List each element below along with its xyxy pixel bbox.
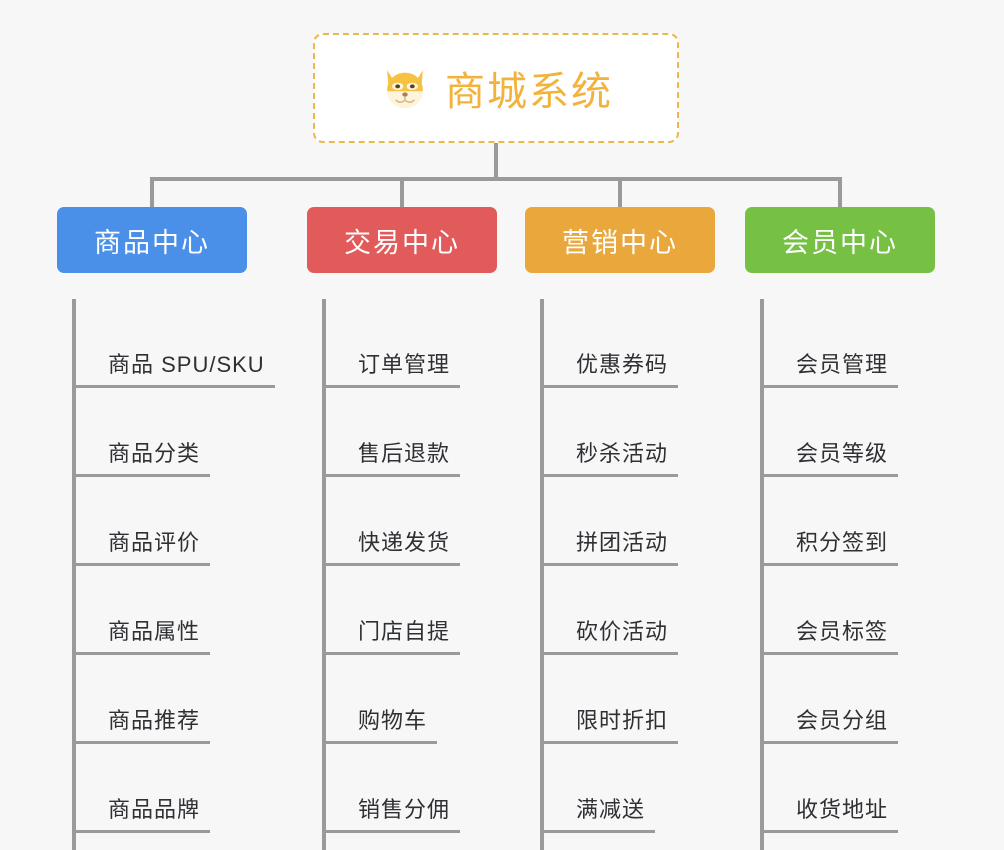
leaf-item-label: 订单管理 <box>358 352 451 377</box>
leaf-item[interactable]: 门店自提 <box>326 566 497 655</box>
leaf-list-1: 商品 SPU/SKU 商品分类商品评价商品属性商品推荐商品品牌 <box>72 299 275 850</box>
connector-drop-1 <box>150 177 154 209</box>
leaf-item-label: 会员标签 <box>796 619 889 644</box>
leaf-item-underline <box>76 830 210 833</box>
leaf-item-label: 积分签到 <box>796 530 889 555</box>
leaf-item-label: 限时折扣 <box>576 708 669 733</box>
leaf-item-underline <box>76 474 210 477</box>
leaf-item-underline <box>326 830 460 833</box>
category-box-2[interactable]: 交易中心 <box>307 207 497 273</box>
leaf-item-underline <box>326 474 460 477</box>
leaf-item-underline <box>544 563 678 566</box>
connector-horizontal-bus <box>150 177 840 181</box>
leaf-item-underline <box>326 563 460 566</box>
leaf-item[interactable]: 优惠券码 <box>544 299 715 388</box>
leaf-item[interactable]: 会员分组 <box>764 655 935 744</box>
leaf-item[interactable]: 商品品牌 <box>76 744 247 833</box>
leaf-list-3: 优惠券码秒杀活动拼团活动砍价活动限时折扣满减送 <box>540 299 715 850</box>
leaf-item[interactable]: 会员等级 <box>764 388 935 477</box>
leaf-item-underline <box>764 830 898 833</box>
leaf-item-underline <box>76 385 275 388</box>
leaf-item[interactable]: 商品属性 <box>76 566 247 655</box>
leaf-item-label: 收货地址 <box>796 797 889 822</box>
leaf-item[interactable]: 商品 SPU/SKU <box>76 299 275 388</box>
leaf-item-label: 会员管理 <box>796 352 889 377</box>
category-column-2: 交易中心 订单管理售后退款快递发货门店自提购物车销售分佣 <box>307 207 497 850</box>
leaf-item-label: 快递发货 <box>358 530 451 555</box>
leaf-item-underline <box>544 385 678 388</box>
leaf-item[interactable]: 快递发货 <box>326 477 497 566</box>
leaf-item-label: 拼团活动 <box>576 530 669 555</box>
leaf-item-label: 售后退款 <box>358 441 451 466</box>
leaf-item-underline <box>544 474 678 477</box>
leaf-item-underline <box>764 563 898 566</box>
category-column-3: 营销中心 优惠券码秒杀活动拼团活动砍价活动限时折扣满减送 <box>525 207 715 850</box>
category-column-1: 商品中心 商品 SPU/SKU 商品分类商品评价商品属性商品推荐商品品牌 <box>57 207 275 850</box>
leaf-item[interactable]: 积分签到 <box>764 477 935 566</box>
leaf-list-2: 订单管理售后退款快递发货门店自提购物车销售分佣 <box>322 299 497 850</box>
leaf-item[interactable]: 会员标签 <box>764 566 935 655</box>
leaf-item-underline <box>326 652 460 655</box>
leaf-item-underline <box>764 474 898 477</box>
leaf-item-label: 商品分类 <box>108 441 201 466</box>
leaf-item-label: 商品属性 <box>108 619 201 644</box>
leaf-item[interactable]: 砍价活动 <box>544 566 715 655</box>
leaf-item-label: 商品评价 <box>108 530 201 555</box>
category-column-4: 会员中心 会员管理会员等级积分签到会员标签会员分组收货地址 <box>745 207 935 850</box>
leaf-item-underline <box>326 741 437 744</box>
leaf-item-label: 满减送 <box>576 797 646 822</box>
leaf-item[interactable]: 满减送 <box>544 744 715 833</box>
category-box-1[interactable]: 商品中心 <box>57 207 247 273</box>
leaf-item-underline <box>76 741 210 744</box>
leaf-item[interactable]: 销售分佣 <box>326 744 497 833</box>
leaf-item-label: 商品 SPU/SKU <box>108 352 265 377</box>
leaf-item-underline <box>326 385 460 388</box>
root-node-title: 商城系统 <box>445 70 613 114</box>
leaf-item-label: 销售分佣 <box>358 797 451 822</box>
leaf-item-label: 优惠券码 <box>576 352 669 377</box>
leaf-item[interactable]: 收货地址 <box>764 744 935 833</box>
connector-drop-3 <box>618 177 622 209</box>
leaf-item-underline <box>544 652 678 655</box>
root-node-shop-system[interactable]: 商城系统 <box>313 33 679 143</box>
leaf-item-label: 商品品牌 <box>108 797 201 822</box>
leaf-item[interactable]: 限时折扣 <box>544 655 715 744</box>
category-box-3[interactable]: 营销中心 <box>525 207 715 273</box>
leaf-item-underline <box>76 563 210 566</box>
leaf-item[interactable]: 拼团活动 <box>544 477 715 566</box>
leaf-item[interactable]: 商品推荐 <box>76 655 247 744</box>
leaf-item-underline <box>544 741 678 744</box>
leaf-item[interactable]: 售后退款 <box>326 388 497 477</box>
leaf-item[interactable]: 商品评价 <box>76 477 247 566</box>
connector-root-stub <box>494 143 498 179</box>
leaf-item-label: 会员等级 <box>796 441 889 466</box>
connector-drop-4 <box>838 177 842 209</box>
leaf-item[interactable]: 购物车 <box>326 655 497 744</box>
leaf-item[interactable]: 秒杀活动 <box>544 388 715 477</box>
leaf-item-underline <box>764 385 898 388</box>
leaf-item-underline <box>76 652 210 655</box>
leaf-item-label: 购物车 <box>358 708 428 733</box>
leaf-item-label: 秒杀活动 <box>576 441 669 466</box>
connector-drop-2 <box>400 177 404 209</box>
leaf-item-underline <box>764 652 898 655</box>
leaf-item[interactable]: 会员管理 <box>764 299 935 388</box>
category-box-4[interactable]: 会员中心 <box>745 207 935 273</box>
leaf-item-underline <box>764 741 898 744</box>
leaf-item-label: 商品推荐 <box>108 708 201 733</box>
leaf-item[interactable]: 商品分类 <box>76 388 247 477</box>
leaf-item[interactable]: 订单管理 <box>326 299 497 388</box>
leaf-list-4: 会员管理会员等级积分签到会员标签会员分组收货地址 <box>760 299 935 850</box>
shiba-dog-face-icon <box>379 62 431 114</box>
leaf-item-underline <box>544 830 655 833</box>
leaf-item-label: 门店自提 <box>358 619 451 644</box>
leaf-item-label: 会员分组 <box>796 708 889 733</box>
leaf-item-label: 砍价活动 <box>576 619 669 644</box>
